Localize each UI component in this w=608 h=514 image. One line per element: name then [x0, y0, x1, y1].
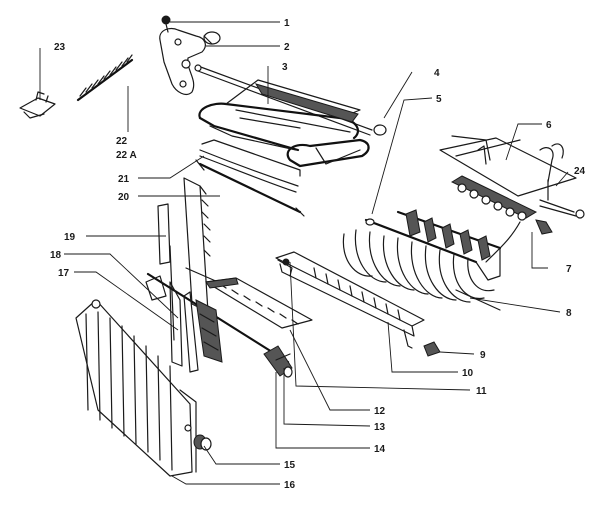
callout-17: 17	[58, 268, 70, 279]
callout-3: 3	[282, 62, 288, 73]
callout-9: 9	[480, 350, 486, 361]
part-10-plate	[275, 251, 425, 349]
callout-23: 23	[54, 42, 66, 53]
part-19-guide	[157, 177, 211, 313]
part-22-spring	[76, 54, 134, 102]
part-6-switch	[439, 135, 585, 263]
part-4-frame	[198, 79, 387, 168]
callout-19: 19	[64, 232, 76, 243]
callout-18: 18	[50, 250, 62, 261]
callout-7: 7	[566, 264, 572, 275]
callout-15: 15	[284, 460, 296, 471]
part-16-grille	[75, 299, 197, 477]
callout-labels: 1 2 3 4 5 6 24 7 8 9 10 11 12 13 14 15 1…	[50, 18, 586, 491]
callout-22: 22	[116, 136, 128, 147]
callout-6: 6	[546, 120, 552, 131]
callout-5: 5	[436, 94, 442, 105]
part-15-knob	[193, 434, 212, 451]
callout-14: 14	[374, 444, 386, 455]
callout-16: 16	[284, 480, 296, 491]
part-12-rack	[205, 277, 313, 329]
callout-2: 2	[284, 42, 290, 53]
part-20-rod	[195, 159, 305, 217]
callout-24: 24	[574, 166, 586, 177]
part-9-fastener	[423, 341, 441, 357]
part-5-element	[342, 209, 502, 311]
callout-8: 8	[566, 308, 572, 319]
callout-22A: 22 A	[116, 150, 137, 161]
part-14-knob	[263, 345, 293, 378]
callout-12: 12	[374, 406, 386, 417]
callout-11: 11	[476, 386, 487, 397]
leader-lines	[39, 21, 569, 485]
part-23-clip	[19, 91, 56, 119]
callout-21: 21	[118, 174, 130, 185]
callout-13: 13	[374, 422, 386, 433]
callout-20: 20	[118, 192, 130, 203]
callout-4: 4	[434, 68, 440, 79]
callout-1: 1	[284, 18, 290, 29]
part-21-strip	[199, 139, 301, 193]
part-18-carriage	[145, 245, 290, 373]
part-2-lever	[159, 15, 221, 96]
callout-10: 10	[462, 368, 474, 379]
